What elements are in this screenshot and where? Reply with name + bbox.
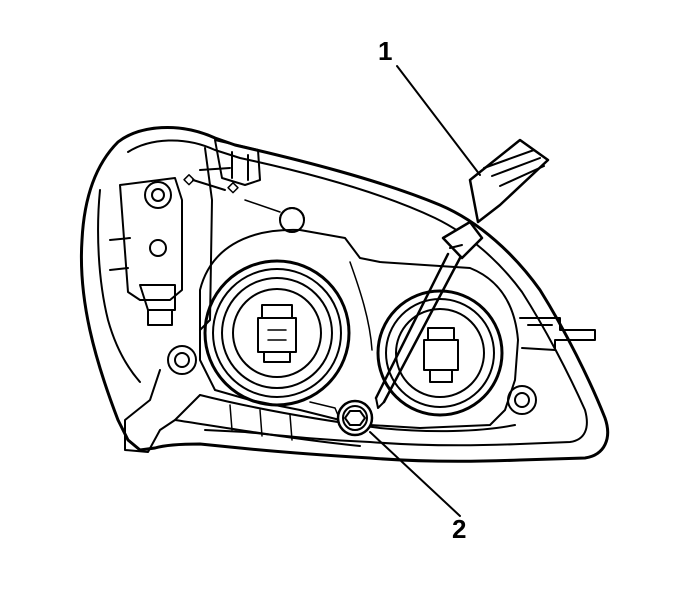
lower-housing xyxy=(124,369,516,453)
top-connectors xyxy=(183,139,281,213)
mounting-bracket xyxy=(109,147,213,331)
leader-line-2 xyxy=(369,431,461,517)
headlamp-housing xyxy=(79,125,610,463)
adjuster-screw xyxy=(336,399,374,437)
adjuster-mounts xyxy=(167,207,537,415)
callout-label-1: 1 xyxy=(378,36,393,66)
high-beam-bulb xyxy=(376,289,504,417)
leader-lines xyxy=(369,65,481,517)
reflector-body xyxy=(199,228,519,429)
side-tab xyxy=(519,317,596,351)
low-beam-bulb xyxy=(203,259,351,407)
screwdriver-tool xyxy=(374,138,550,409)
leader-line-1 xyxy=(396,65,481,176)
callout-label-2: 2 xyxy=(452,514,467,544)
